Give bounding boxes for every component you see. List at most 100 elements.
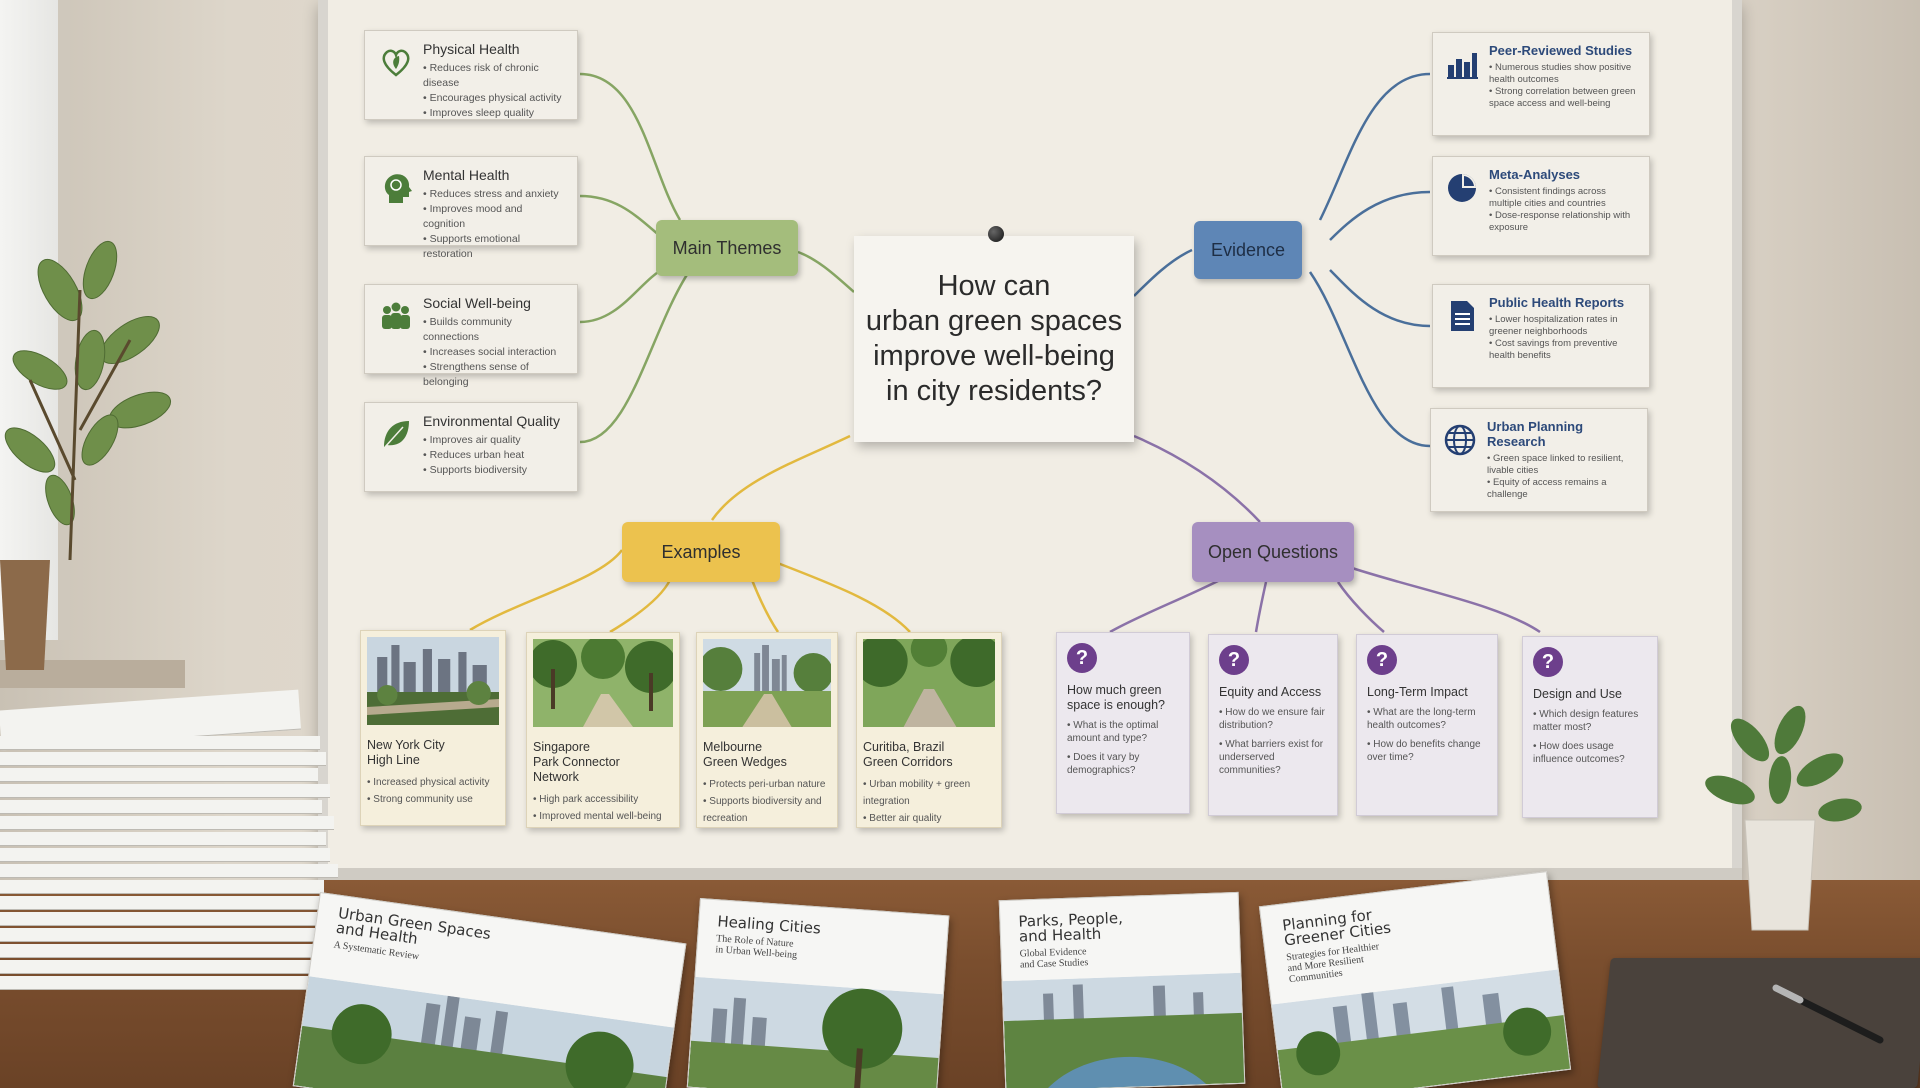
evidence-bullet: Strong correlation between green space a… (1489, 86, 1639, 110)
example-bullet: Strong community use (367, 791, 499, 808)
example-card-new-york[interactable]: New York City High Line Increased physic… (360, 630, 506, 826)
node-open-questions[interactable]: Open Questions (1192, 522, 1354, 582)
example-card-melbourne[interactable]: Melbourne Green Wedges Protects peri-urb… (696, 632, 838, 828)
evidence-bullet: Numerous studies show positive health ou… (1489, 62, 1639, 86)
pie-chart-icon (1448, 174, 1476, 202)
question-title: How much green space is enough? (1067, 683, 1165, 712)
theme-bullet: Reduces stress and anxiety (423, 187, 567, 202)
question-title: Design and Use (1533, 687, 1622, 701)
question-bullet: What are the long-term health outcomes? (1367, 706, 1487, 732)
evidence-bullet: Dose-response relationship with exposure (1489, 210, 1639, 234)
question-bullet: Which design features matter most? (1533, 708, 1647, 734)
question-bullet: How do benefits change over time? (1367, 738, 1487, 764)
theme-title: Social Well-being (423, 295, 531, 311)
theme-bullet: Improves sleep quality (423, 106, 567, 121)
evidence-card-public-health-reports[interactable]: Public Health Reports Lower hospitalizat… (1432, 284, 1650, 388)
theme-card-social-well-being[interactable]: Social Well-being Builds community conne… (364, 284, 578, 388)
theme-card-physical-health[interactable]: Physical Health Reduces risk of chronic … (364, 30, 578, 120)
evidence-bullet: Green space linked to resilient, livable… (1487, 453, 1637, 477)
example-bullet: Increased physical activity (367, 774, 499, 791)
theme-bullet: Reduces risk of chronic disease (423, 61, 567, 91)
example-bullet: Protects peri-urban nature (703, 776, 831, 793)
node-examples[interactable]: Examples (622, 522, 780, 582)
question-title: Long-Term Impact (1367, 685, 1468, 699)
evidence-bullet: Lower hospitalization rates in greener n… (1489, 314, 1639, 338)
example-card-singapore[interactable]: Singapore Park Connector Network High pa… (526, 632, 680, 828)
evidence-title: Peer-Reviewed Studies (1489, 43, 1633, 58)
question-card-how-much[interactable]: ? How much green space is enough? What i… (1056, 632, 1190, 814)
example-card-curitiba[interactable]: Curitiba, Brazil Green Corridors Urban m… (854, 631, 1004, 828)
report-cover-photo (293, 976, 676, 1088)
report-cover-photo (1271, 969, 1572, 1088)
window (0, 0, 70, 640)
theme-bullet: Builds community connections (423, 315, 567, 345)
city-park-photo (367, 637, 499, 725)
park-skyline-photo (699, 639, 833, 727)
heart-leaf-icon (382, 49, 410, 77)
example-bullet: Urban mobility + green integration (863, 776, 995, 810)
report-cover-photo (687, 976, 945, 1088)
question-mark-icon: ? (1533, 647, 1563, 677)
evidence-card-peer-reviewed[interactable]: Peer-Reviewed Studies Numerous studies s… (1432, 32, 1650, 136)
central-question: How can urban green spaces improve well-… (854, 236, 1134, 442)
question-mark-icon: ? (1067, 643, 1097, 673)
question-card-long-term[interactable]: ? Long-Term Impact What are the long-ter… (1356, 634, 1498, 816)
example-title: Curitiba, Brazil Green Corridors (863, 740, 953, 769)
paper-stack (0, 689, 345, 1060)
pen-icon (1772, 984, 1884, 1044)
report-title: Parks, People, and Health (1018, 908, 1124, 946)
evidence-bullet: Equity of access remains a challenge (1487, 477, 1637, 501)
theme-bullet: Encourages physical activity (423, 91, 567, 106)
question-bullet: How do we ensure fair distribution? (1219, 706, 1327, 732)
example-title: Singapore Park Connector Network (533, 740, 620, 784)
question-card-equity[interactable]: ? Equity and Access How do we ensure fai… (1208, 634, 1338, 816)
bar-chart-icon (1447, 53, 1478, 79)
theme-bullet: Supports emotional restoration (423, 232, 567, 262)
question-card-design[interactable]: ? Design and Use Which design features m… (1522, 636, 1658, 818)
park-path-photo (529, 635, 677, 727)
theme-title: Environmental Quality (423, 413, 560, 429)
evidence-title: Urban Planning Research (1487, 419, 1584, 449)
evidence-bullet: Consistent findings across multiple citi… (1489, 186, 1639, 210)
report-cover-photo (1002, 972, 1246, 1088)
question-mark-icon: ? (1219, 645, 1249, 675)
theme-bullet: Improves air quality (423, 433, 567, 448)
question-bullet: How does usage influence outcomes? (1533, 740, 1647, 766)
example-bullet: Improved mental well-being (533, 808, 673, 825)
question-title: Equity and Access (1219, 685, 1322, 699)
question-bullet: Does it vary by demographics? (1067, 751, 1179, 777)
document-icon (1451, 301, 1474, 331)
pushpin-icon (988, 226, 1004, 242)
report-parks-people-health[interactable]: Parks, People, and Health Global Evidenc… (998, 891, 1246, 1088)
people-group-icon (382, 302, 410, 329)
leaf-icon (384, 421, 409, 448)
theme-card-environmental-quality[interactable]: Environmental Quality Improves air quali… (364, 402, 578, 492)
node-evidence[interactable]: Evidence (1194, 221, 1302, 279)
globe-icon (1444, 424, 1476, 456)
example-bullet: High park accessibility (533, 791, 673, 808)
green-corridor-photo (854, 631, 1004, 727)
theme-title: Physical Health (423, 41, 520, 57)
evidence-card-urban-planning[interactable]: Urban Planning Research Green space link… (1430, 408, 1648, 512)
report-urban-green-spaces[interactable]: Urban Green Spaces and Health A Systemat… (292, 892, 687, 1088)
example-bullet: Supports biodiversity and recreation (703, 793, 831, 827)
report-planning-greener-cities[interactable]: Planning for Greener Cities Strategies f… (1258, 871, 1572, 1088)
node-main-themes[interactable]: Main Themes (656, 220, 798, 276)
theme-bullet: Improves mood and cognition (423, 202, 567, 232)
example-title: New York City High Line (367, 738, 445, 767)
potted-plant-left (0, 240, 172, 670)
theme-card-mental-health[interactable]: Mental Health Reduces stress and anxiety… (364, 156, 578, 260)
evidence-title: Meta-Analyses (1489, 167, 1581, 182)
question-mark-icon: ? (1367, 645, 1397, 675)
report-healing-cities[interactable]: Healing Cities The Role of Nature in Urb… (686, 898, 950, 1088)
theme-bullet: Reduces urban heat (423, 448, 567, 463)
question-bullet: What barriers exist for underserved comm… (1219, 738, 1327, 777)
theme-bullet: Supports biodiversity (423, 463, 567, 478)
theme-title: Mental Health (423, 167, 510, 183)
evidence-title: Public Health Reports (1489, 295, 1625, 310)
theme-bullet: Increases social interaction (423, 345, 567, 360)
brain-head-icon (384, 174, 412, 203)
evidence-bullet: Cost savings from preventive health bene… (1489, 338, 1639, 362)
evidence-card-meta-analyses[interactable]: Meta-Analyses Consistent findings across… (1432, 156, 1650, 256)
example-bullet: Better air quality (863, 810, 995, 827)
